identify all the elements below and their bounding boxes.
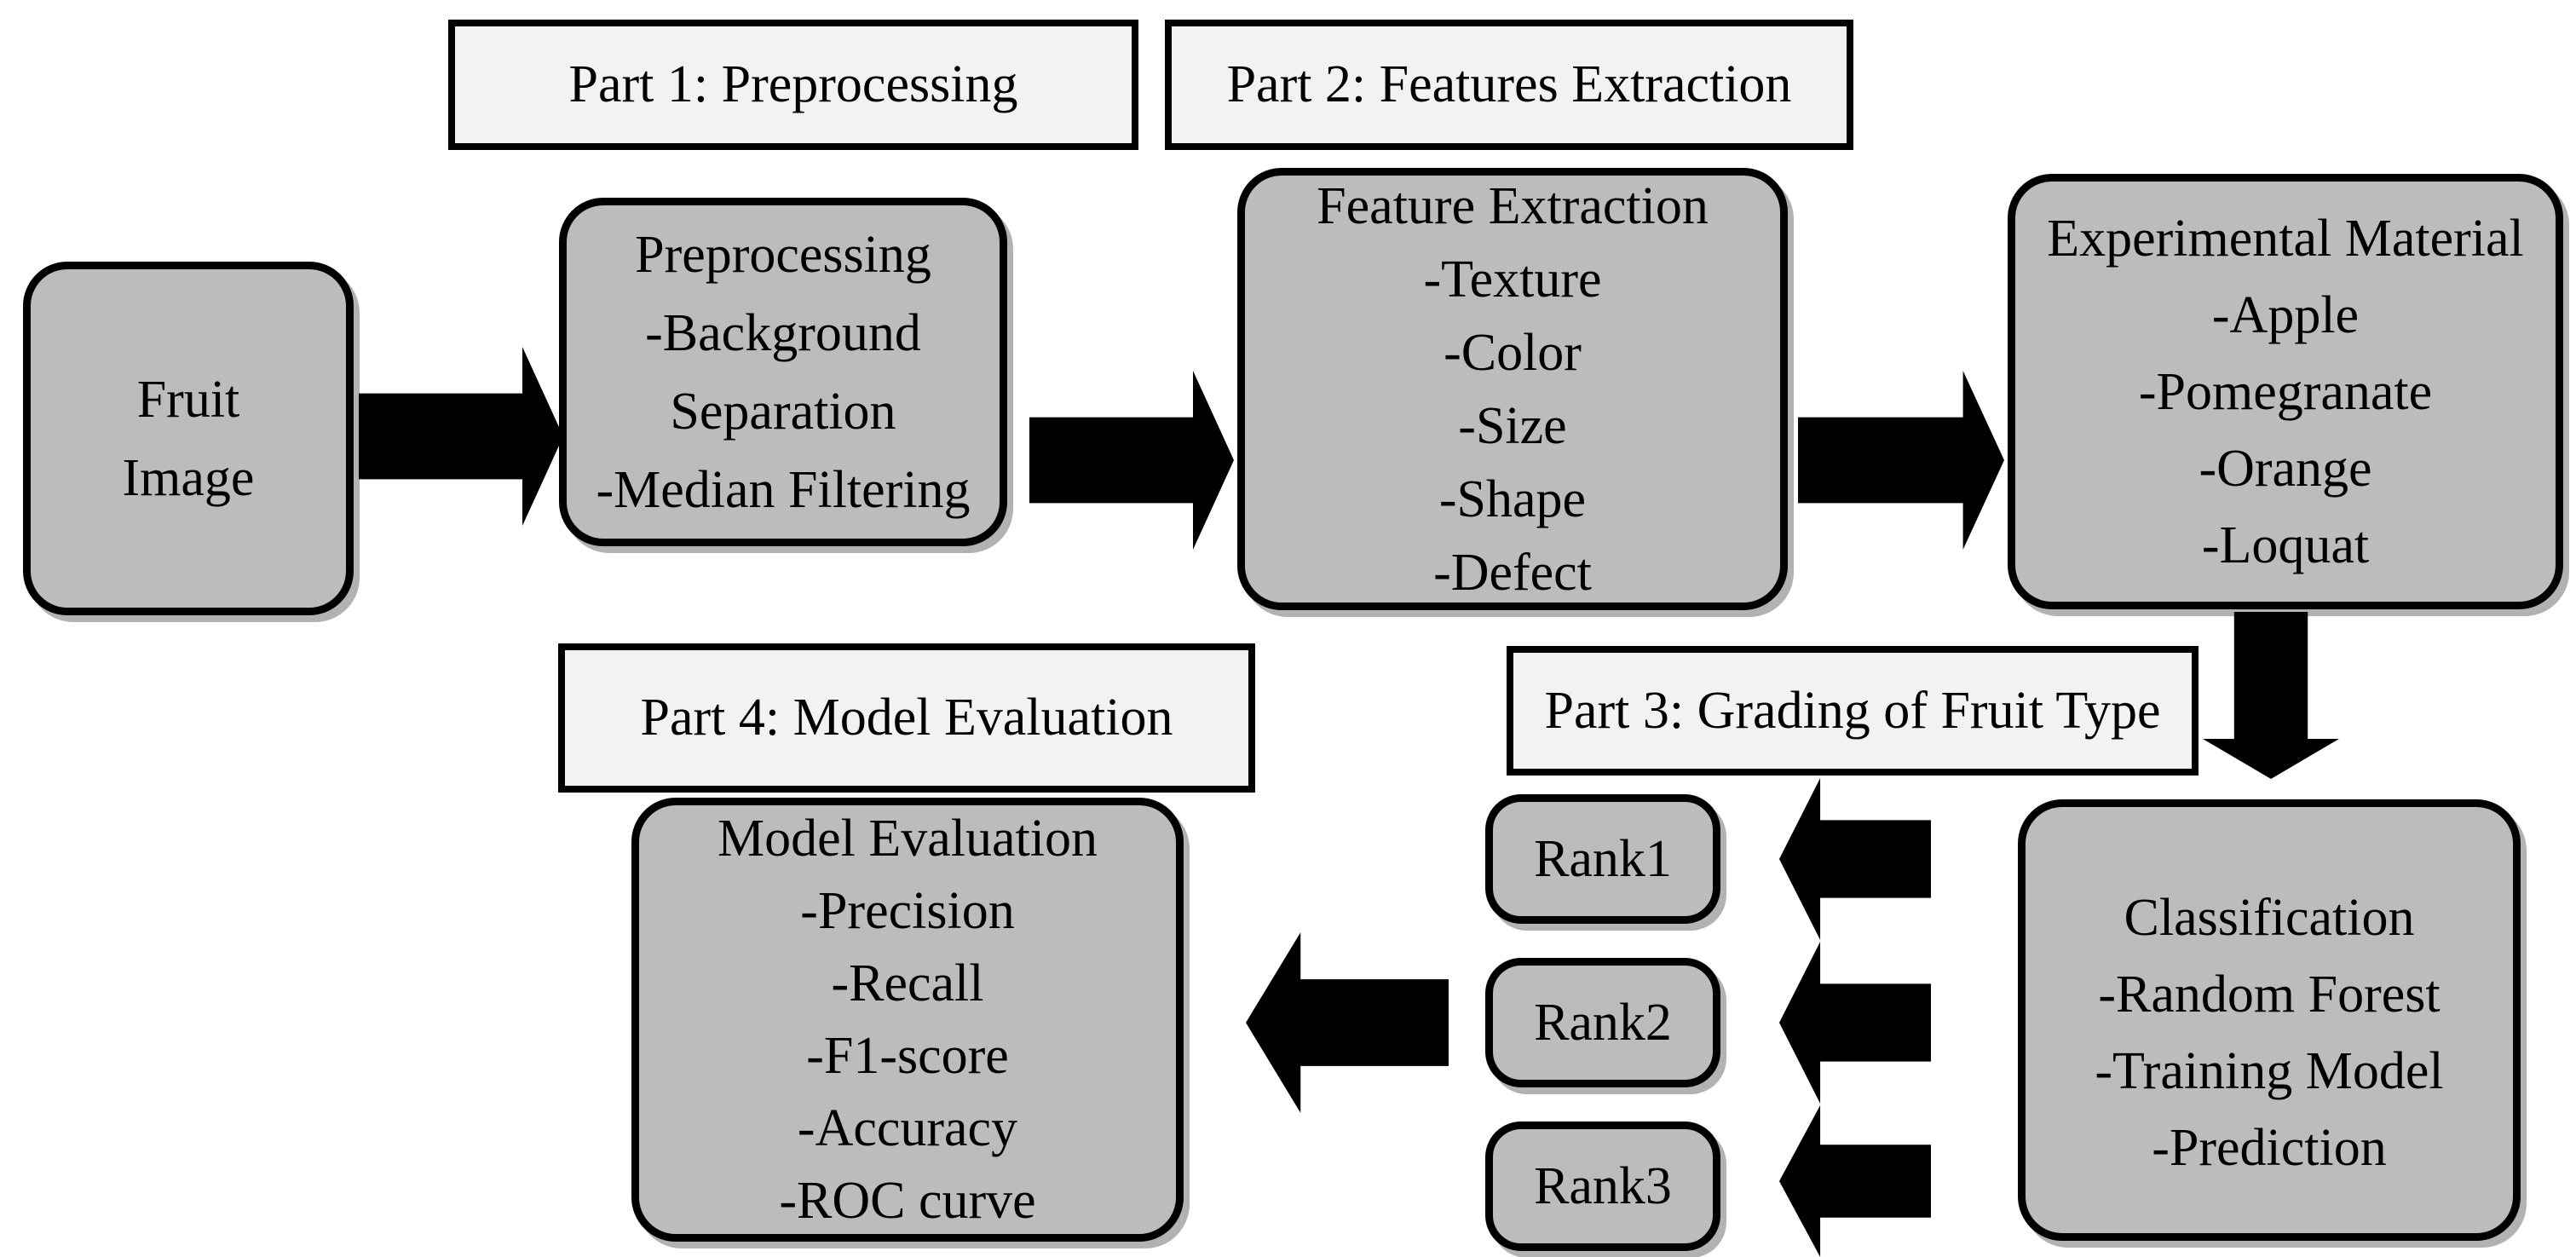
box-line: -Defect (1433, 543, 1592, 602)
box-line: -Shape (1438, 470, 1587, 528)
box-line: -Apple (2211, 285, 2360, 344)
box-line: -F1-score (806, 1026, 1009, 1085)
flow-box-preprocessing: Preprocessing -Background Separation -Me… (559, 198, 1007, 546)
box-line: -Loquat (2201, 516, 2370, 574)
arrow-left-icon (1246, 932, 1449, 1113)
box-line: Experimental Material (2047, 209, 2524, 268)
box-line: -Recall (831, 954, 984, 1012)
flow-box-fruit-image: Fruit Image (23, 262, 354, 615)
box-line: Rank3 (1534, 1156, 1672, 1215)
box-line: -Orange (2199, 439, 2372, 498)
box-line: -Training Model (2095, 1042, 2444, 1100)
box-line: -Color (1444, 323, 1582, 382)
box-line: -Background (645, 303, 921, 362)
flow-box-classification: Classification -Random Forest -Training … (2018, 799, 2521, 1241)
part4-label: Part 4: Model Evaluation (558, 643, 1255, 793)
arrow-right-icon (359, 347, 563, 526)
arrow-left-icon (1779, 778, 1931, 940)
box-line: Rank2 (1534, 993, 1672, 1052)
box-line: Separation (670, 382, 896, 441)
flow-box-model-evaluation: Model Evaluation -Precision -Recall -F1-… (631, 798, 1184, 1242)
arrow-right-icon (1029, 371, 1234, 550)
box-line: Rank1 (1534, 829, 1672, 888)
box-line: -ROC curve (779, 1171, 1036, 1230)
part1-label: Part 1: Preprocessing (448, 20, 1138, 150)
box-line: Model Evaluation (717, 809, 1098, 868)
arrow-right-icon (1798, 371, 2004, 550)
flow-box-feature-extraction: Feature Extraction -Texture -Color -Size… (1237, 168, 1788, 610)
box-line: -Texture (1423, 250, 1602, 308)
arrow-down-icon (2203, 612, 2339, 779)
box-line: Fruit (136, 370, 240, 429)
box-line: Feature Extraction (1317, 176, 1709, 235)
box-line: -Prediction (2152, 1119, 2387, 1177)
box-line: Classification (2124, 889, 2415, 947)
flow-box-rank2: Rank2 (1485, 958, 1720, 1087)
part2-label: Part 2: Features Extraction (1165, 20, 1853, 150)
flow-box-rank1: Rank1 (1485, 794, 1720, 924)
box-line: -Accuracy (797, 1098, 1018, 1157)
box-line: -Size (1458, 396, 1567, 455)
box-line: -Pomegranate (2138, 362, 2433, 421)
box-line: -Precision (800, 881, 1015, 940)
box-line: -Median Filtering (596, 460, 971, 519)
part3-label: Part 3: Grading of Fruit Type (1507, 646, 2199, 776)
box-line: Preprocessing (635, 225, 931, 284)
box-line: -Random Forest (2098, 966, 2441, 1023)
arrow-left-icon (1779, 1105, 1931, 1257)
flow-box-rank3: Rank3 (1485, 1121, 1720, 1251)
box-line: Image (122, 448, 255, 507)
arrow-left-icon (1779, 942, 1931, 1104)
flow-box-experimental-material: Experimental Material -Apple -Pomegranat… (2008, 174, 2563, 609)
